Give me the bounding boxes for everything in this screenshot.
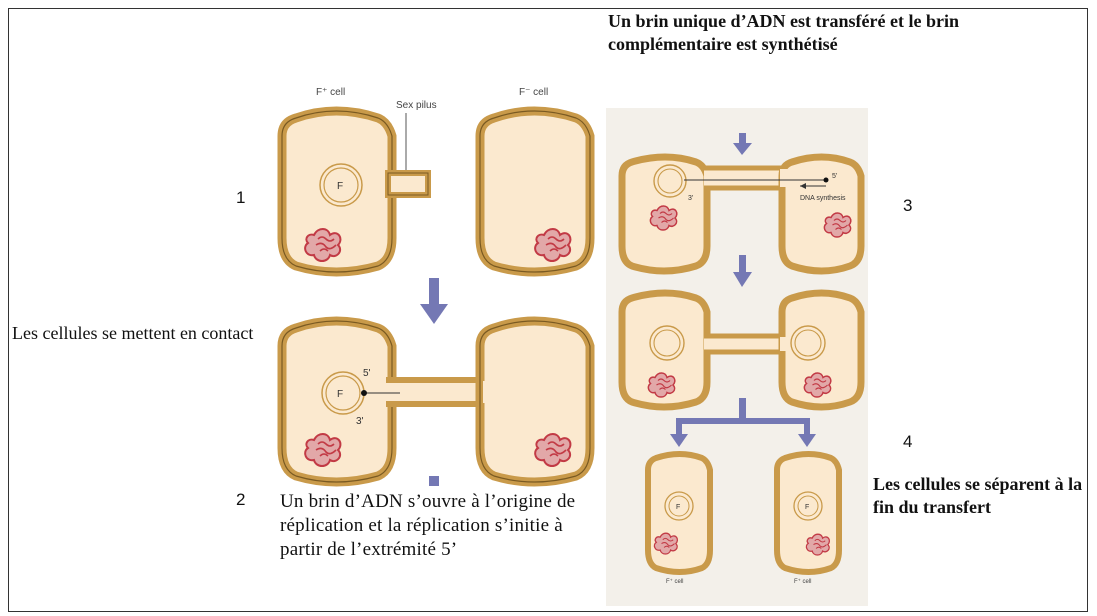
step3-bridge: [704, 168, 784, 188]
f-plus-cell-label: F⁺ cell: [316, 87, 345, 98]
caption-strand-transfer: Un brin unique d’ADN est transféré et le…: [608, 10, 963, 56]
step1-chromosome-left: [305, 229, 340, 261]
step-number-1: 1: [236, 188, 245, 208]
sex-pilus-label: Sex pilus: [396, 100, 437, 111]
step4-plasmid-label-left: F: [676, 504, 680, 511]
step3-recipient-cell: [782, 157, 861, 271]
step2-plasmid-label: F: [337, 389, 343, 400]
step3-strand-end-dot: [824, 178, 829, 183]
step2-five-prime-label: 5': [363, 368, 371, 379]
step4-chromosome-right: [806, 534, 829, 555]
caption-cells-contact: Les cellules se mettent en contact: [12, 322, 278, 345]
step2-three-prime-label: 3': [356, 416, 364, 427]
f-minus-cell-label: F⁻ cell: [519, 87, 548, 98]
step-number-3: 3: [903, 196, 912, 216]
step-number-4: 4: [903, 432, 912, 452]
step3-chromosome-left: [650, 206, 676, 230]
step1-chromosome-right: [535, 229, 570, 261]
step-number-2: 2: [236, 490, 245, 510]
caption-strand-opens: Un brin d’ADN s’ouvre à l’origine de rép…: [280, 490, 604, 562]
arrow-down-step3-to-next: [733, 255, 752, 287]
step2-chromosome-left: [305, 434, 340, 466]
step1-plasmid-label: F: [337, 181, 343, 192]
step2-bridge: [386, 380, 486, 404]
step3b-bridge: [704, 336, 784, 352]
step3-five-prime-label: 5': [832, 173, 837, 180]
arrow-down-step1-to-step2: [420, 278, 448, 324]
arrow-down-into-step3: [733, 133, 752, 155]
step3b-chromosome-right: [804, 373, 830, 397]
step4-chromosome-left: [654, 533, 677, 554]
step4-cell-label-left: F⁺ cell: [666, 578, 684, 585]
step4-cell-right: [777, 454, 839, 572]
step3-dna-synthesis-label: DNA synthesis: [800, 195, 846, 202]
step3-three-prime-label: 3': [688, 195, 693, 202]
step3-chromosome-right: [824, 213, 850, 237]
step4-cell-left: [648, 454, 710, 572]
step2-chromosome-right: [535, 434, 570, 466]
step2-arrow-stub: [429, 476, 439, 486]
step2-origin-dot: [361, 390, 367, 396]
step4-plasmid-label-right: F: [805, 504, 809, 511]
step1-sex-pilus: [388, 173, 428, 195]
step3b-chromosome-left: [648, 373, 674, 397]
step4-cell-label-right: F⁺ cell: [794, 578, 812, 585]
caption-cells-separate: Les cellules se séparent à la fin du tra…: [873, 473, 1093, 519]
